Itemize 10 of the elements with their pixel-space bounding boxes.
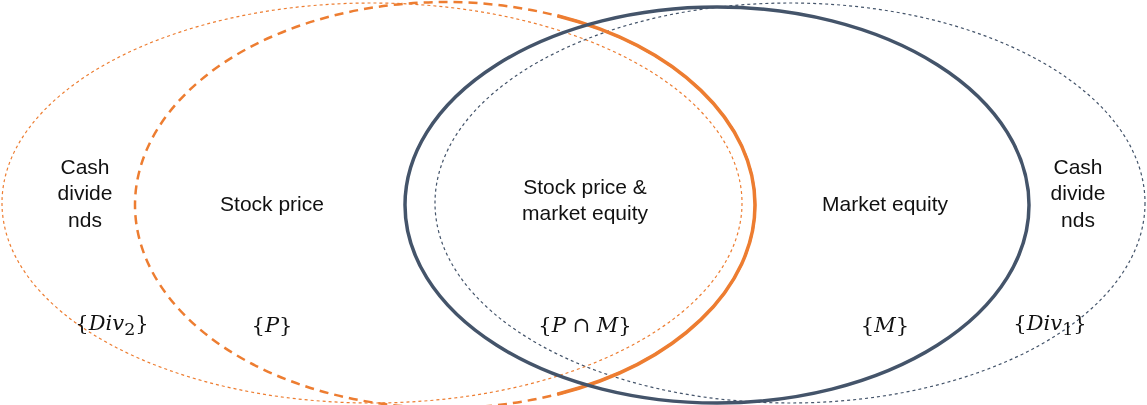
- set-notation: {P ∩ M}: [538, 313, 632, 337]
- set-label: Market equity: [821, 190, 949, 217]
- set-label: Stock price: [220, 190, 324, 217]
- set-notation: {Div$_{1}$}: [1013, 310, 1087, 340]
- set-notation: {M}: [860, 313, 910, 337]
- set-label: Cash divide nds: [57, 153, 113, 233]
- set-label: Cash divide nds: [1050, 153, 1106, 233]
- set-notation: {Div$_{2}$}: [75, 310, 149, 340]
- set-notation: {P}: [251, 313, 293, 337]
- intersection-label: Stock price & market equity: [520, 173, 650, 226]
